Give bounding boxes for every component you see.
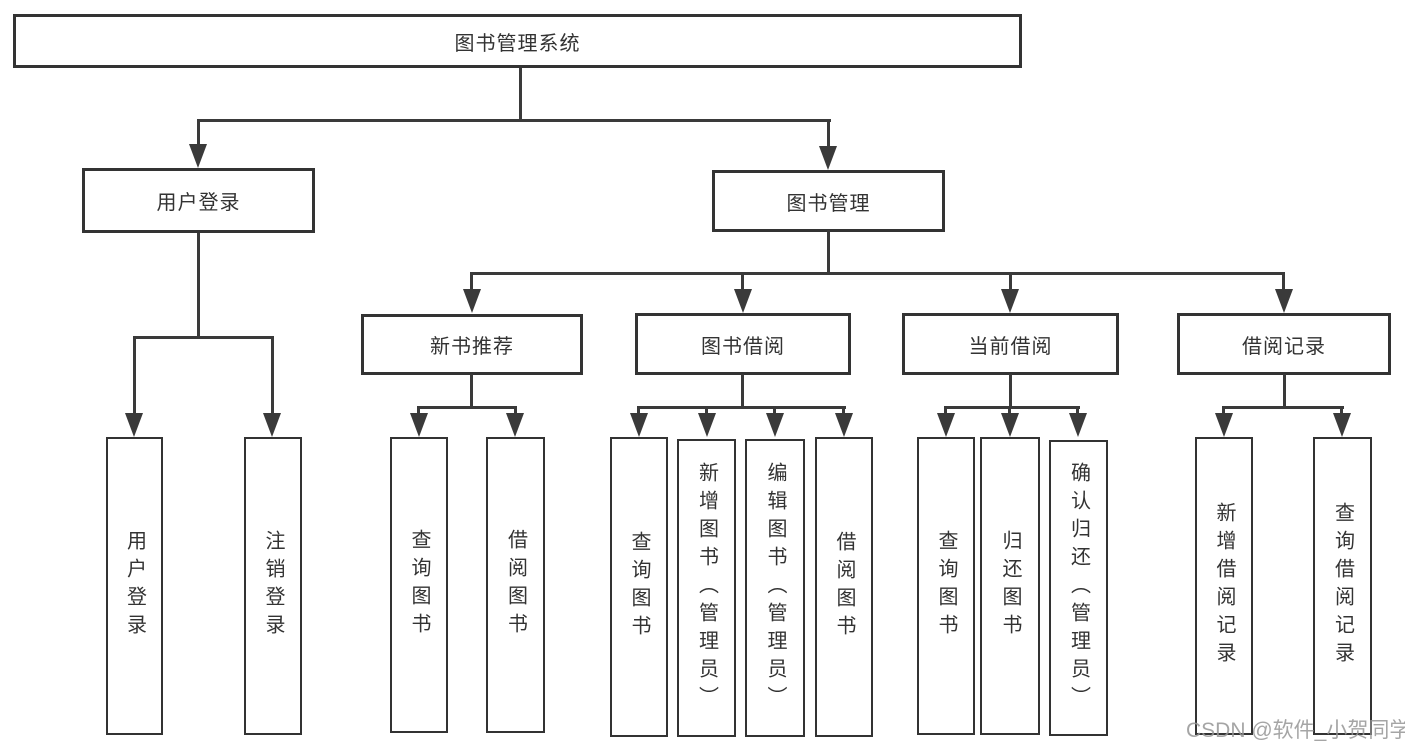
- arrow-down-icon: [819, 146, 837, 170]
- connector-line: [827, 119, 830, 148]
- node-current-borrowing-label: 当前借阅: [968, 335, 1053, 358]
- csdn-watermark: CSDN @软件_小贺同学: [1186, 719, 1405, 742]
- connector-line: [1223, 406, 1344, 409]
- leaf-borrow-books-label: 借阅图书: [833, 531, 855, 643]
- leaf-edit-book-admin: 编辑图书（管理员）: [745, 439, 805, 737]
- arrow-down-icon: [263, 413, 281, 437]
- connector-line: [471, 272, 1285, 275]
- arrow-down-icon: [410, 413, 428, 437]
- connector-line: [197, 119, 200, 146]
- leaf-add-book-admin: 新增图书（管理员）: [677, 439, 736, 737]
- arrow-down-icon: [1215, 413, 1233, 437]
- arrow-down-icon: [506, 413, 524, 437]
- leaf-user-login: 用户登录: [106, 437, 163, 735]
- connector-line: [637, 406, 640, 415]
- connector-line: [842, 406, 845, 415]
- leaf-logout: 注销登录: [244, 437, 302, 735]
- arrow-down-icon: [766, 413, 784, 437]
- node-user-login: 用户登录: [82, 168, 315, 233]
- arrow-down-icon: [630, 413, 648, 437]
- connector-line: [944, 406, 947, 415]
- connector-line: [1009, 272, 1012, 291]
- node-book-management: 图书管理: [712, 170, 945, 232]
- connector-line: [133, 336, 274, 339]
- node-book-borrowing-label: 图书借阅: [701, 335, 785, 358]
- node-book-management-label: 图书管理: [786, 192, 871, 215]
- arrow-down-icon: [1333, 413, 1351, 437]
- leaf-edit-book-admin-label: 编辑图书（管理员）: [764, 462, 786, 714]
- connector-line: [945, 406, 1080, 409]
- node-new-book-recommend-label: 新书推荐: [430, 336, 514, 358]
- connector-line: [1283, 374, 1286, 408]
- arrow-down-icon: [463, 289, 481, 313]
- leaf-borrow-books-label: 借阅图书: [504, 529, 527, 641]
- connector-line: [198, 119, 831, 122]
- leaf-confirm-return-admin: 确认归还（管理员）: [1049, 440, 1108, 736]
- connector-line: [741, 272, 744, 291]
- arrow-down-icon: [1001, 289, 1019, 313]
- connector-line: [638, 406, 846, 409]
- arrow-down-icon: [189, 144, 207, 168]
- arrow-down-icon: [734, 289, 752, 313]
- arrow-down-icon: [937, 413, 955, 437]
- leaf-query-books: 查询图书: [390, 437, 448, 733]
- connector-line: [470, 272, 473, 291]
- leaf-add-borrow-record-label: 新增借阅记录: [1213, 502, 1235, 670]
- node-current-borrowing: 当前借阅: [902, 313, 1119, 375]
- leaf-query-books: 查询图书: [917, 437, 975, 735]
- connector-line: [1222, 406, 1225, 415]
- arrow-down-icon: [698, 413, 716, 437]
- leaf-query-books-label: 查询图书: [408, 529, 430, 641]
- connector-line: [827, 230, 830, 274]
- arrow-down-icon: [125, 413, 143, 437]
- leaf-query-borrow-record: 查询借阅记录: [1313, 437, 1372, 735]
- connector-line: [133, 336, 136, 414]
- leaf-query-books-label: 查询图书: [935, 530, 957, 642]
- connector-line: [418, 406, 517, 409]
- leaf-confirm-return-admin-label: 确认归还（管理员）: [1067, 462, 1090, 714]
- connector-line: [197, 233, 200, 337]
- connector-line: [705, 406, 708, 415]
- connector-line: [1340, 406, 1343, 415]
- connector-line: [1009, 374, 1012, 408]
- connector-line: [1076, 406, 1079, 415]
- leaf-user-login-label: 用户登录: [123, 530, 146, 642]
- arrow-down-icon: [1001, 413, 1019, 437]
- arrow-down-icon: [1069, 413, 1087, 437]
- leaf-borrow-books: 借阅图书: [486, 437, 545, 733]
- connector-line: [470, 374, 473, 408]
- connector-line: [271, 336, 274, 414]
- leaf-logout-label: 注销登录: [262, 530, 284, 642]
- arrow-down-icon: [1275, 289, 1293, 313]
- node-new-book-recommend: 新书推荐: [361, 314, 583, 375]
- connector-line: [1008, 406, 1011, 415]
- node-borrow-records: 借阅记录: [1177, 313, 1391, 375]
- connector-line: [1282, 272, 1285, 291]
- leaf-add-book-admin-label: 新增图书（管理员）: [695, 462, 718, 714]
- leaf-return-book-label: 归还图书: [999, 530, 1021, 642]
- leaf-query-books-label: 查询图书: [628, 531, 650, 643]
- connector-line: [773, 406, 776, 415]
- node-borrow-records-label: 借阅记录: [1242, 335, 1326, 358]
- leaf-add-borrow-record: 新增借阅记录: [1195, 437, 1253, 735]
- connector-line: [519, 68, 522, 119]
- leaf-return-book: 归还图书: [980, 437, 1040, 735]
- connector-line: [741, 374, 744, 408]
- leaf-borrow-books: 借阅图书: [815, 437, 873, 737]
- connector-line: [417, 406, 420, 415]
- node-book-borrowing: 图书借阅: [635, 313, 851, 375]
- node-user-login-label: 用户登录: [156, 192, 241, 214]
- node-library-system: 图书管理系统: [13, 14, 1022, 68]
- leaf-query-borrow-record-label: 查询借阅记录: [1331, 502, 1354, 670]
- node-library-system-label: 图书管理系统: [454, 32, 581, 55]
- arrow-down-icon: [835, 413, 853, 437]
- leaf-query-books: 查询图书: [610, 437, 668, 737]
- connector-line: [514, 406, 517, 415]
